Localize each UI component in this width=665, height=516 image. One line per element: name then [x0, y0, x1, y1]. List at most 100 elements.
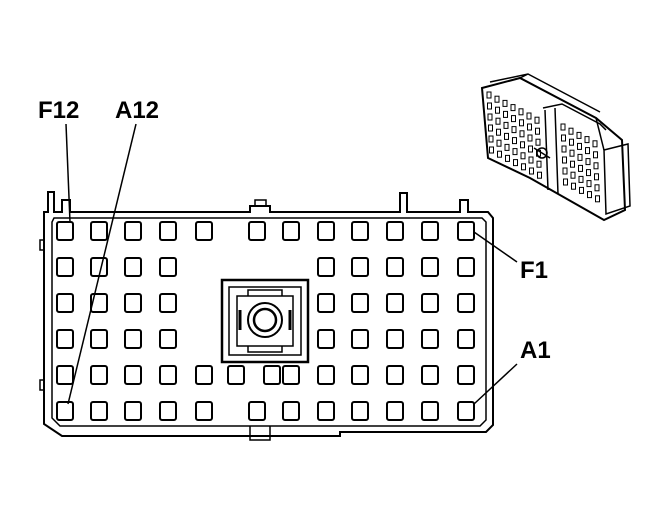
cavity-D12: [56, 293, 74, 313]
cavity-B11: [90, 365, 108, 385]
leader-f12: [65, 123, 71, 223]
cavity-C2: [421, 329, 439, 349]
iso-cavity: [511, 126, 517, 134]
terminal-cavities: [56, 221, 475, 421]
cavity-A3: [386, 401, 404, 421]
iso-cavity: [593, 151, 598, 159]
cavity-D4: [351, 293, 369, 313]
iso-cavity: [529, 167, 534, 175]
iso-cavity: [521, 163, 526, 171]
iso-cavity: [585, 147, 590, 155]
connector-face: [39, 191, 494, 441]
iso-cavity: [570, 171, 576, 179]
iso-cavity: [586, 180, 592, 188]
cavity-A11: [90, 401, 108, 421]
cavity-D9: [159, 293, 177, 313]
cavity-A9: [159, 401, 177, 421]
iso-cavity: [519, 130, 525, 138]
leader-a1: [473, 363, 518, 405]
iso-cavity: [527, 123, 532, 131]
iso-cavity: [504, 143, 510, 151]
iso-cavity: [563, 178, 568, 186]
iso-cavity: [528, 145, 533, 153]
cavity-A10: [124, 401, 142, 421]
iso-cavity: [520, 141, 525, 149]
cavity-D10: [124, 293, 142, 313]
cavity-B2: [421, 365, 439, 385]
cavity-B1: [457, 365, 475, 385]
iso-cavity: [534, 116, 540, 124]
cavity-b-extra-2: [263, 365, 281, 385]
iso-cavity: [488, 124, 493, 132]
cavity-A2: [421, 401, 439, 421]
iso-cavity: [487, 102, 492, 110]
leader-f1: [473, 231, 518, 263]
cavity-F9: [159, 221, 177, 241]
iso-cavity: [561, 134, 566, 142]
iso-cavity: [488, 135, 494, 143]
iso-cavity: [579, 186, 584, 194]
cavity-F4: [351, 221, 369, 241]
iso-cavity: [535, 138, 541, 146]
cavity-F2: [421, 221, 439, 241]
cavity-C9: [159, 329, 177, 349]
iso-cavity: [585, 158, 591, 166]
iso-cavity: [518, 108, 524, 116]
cavity-F6: [282, 221, 300, 241]
cavity-D11: [90, 293, 108, 313]
iso-cavity: [570, 160, 575, 168]
iso-cavity: [595, 195, 600, 203]
iso-cavity: [503, 110, 508, 118]
iso-cavity: [486, 91, 492, 99]
iso-cavity: [496, 128, 501, 136]
iso-cavity: [568, 127, 574, 135]
iso-cavity: [510, 104, 516, 112]
iso-cavity: [526, 112, 532, 120]
cavity-E10: [124, 257, 142, 277]
iso-cavity: [578, 175, 584, 183]
iso-cavity: [527, 134, 533, 142]
cavity-A4: [351, 401, 369, 421]
cavity-B4: [351, 365, 369, 385]
iso-cavity: [594, 173, 599, 181]
iso-cavity: [587, 191, 592, 199]
iso-cavity: [593, 162, 599, 170]
iso-cavity: [560, 123, 566, 131]
cavity-E3: [386, 257, 404, 277]
iso-cavity: [497, 150, 502, 158]
cavity-A6: [282, 401, 300, 421]
iso-cavity: [512, 148, 518, 156]
iso-cavity: [528, 156, 534, 164]
iso-cavity: [578, 164, 583, 172]
cavity-B6: [282, 365, 300, 385]
iso-cavity: [592, 140, 598, 148]
iso-cavity: [577, 142, 582, 150]
isometric-cavity-grid: [486, 91, 600, 203]
iso-cavity: [571, 182, 576, 190]
cavity-E4: [351, 257, 369, 277]
iso-cavity: [494, 95, 500, 103]
cavity-D2: [421, 293, 439, 313]
iso-cavity: [562, 167, 568, 175]
cavity-F12: [56, 221, 74, 241]
cavity-C1: [457, 329, 475, 349]
iso-cavity: [520, 152, 526, 160]
iso-cavity: [536, 160, 542, 168]
iso-cavity: [504, 132, 509, 140]
leader-lines: [65, 123, 518, 405]
iso-cavity: [536, 149, 541, 157]
label-f1: F1: [520, 257, 548, 284]
cavity-B3: [386, 365, 404, 385]
iso-cavity: [584, 136, 590, 144]
iso-cavity: [495, 106, 500, 114]
iso-cavity: [561, 145, 567, 153]
iso-cavity: [496, 139, 502, 147]
cavity-B5: [317, 365, 335, 385]
iso-cavity: [487, 113, 493, 121]
cavity-B8: [195, 365, 213, 385]
iso-cavity: [562, 156, 567, 164]
iso-cavity: [489, 146, 494, 154]
iso-cavity: [505, 154, 510, 162]
cavity-C10: [124, 329, 142, 349]
